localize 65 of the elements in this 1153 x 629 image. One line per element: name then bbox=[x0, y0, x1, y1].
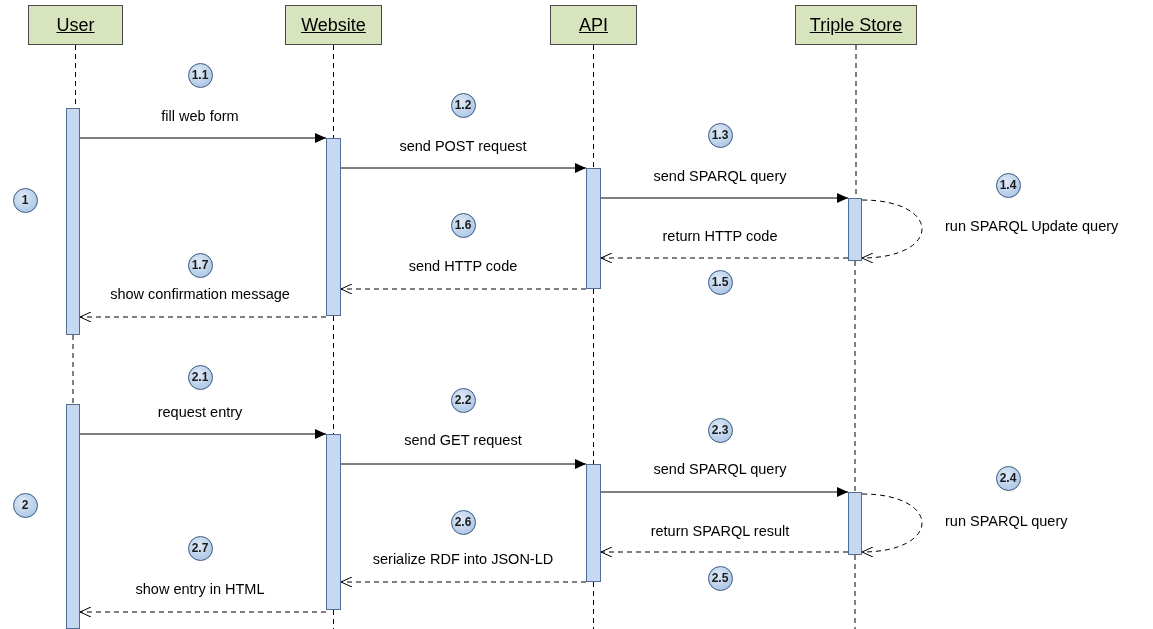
edge-label: send GET request bbox=[402, 432, 524, 448]
step-number-circle: 2.1 bbox=[187, 364, 213, 390]
step-number-circle: 1.7 bbox=[187, 252, 213, 278]
lifeline bbox=[333, 44, 334, 139]
step-number-circle: 1.2 bbox=[450, 92, 476, 118]
return-message-arrow bbox=[600, 252, 849, 264]
step-number-circle: 2 bbox=[12, 492, 38, 518]
message-arrow bbox=[79, 133, 327, 143]
lifeline bbox=[333, 315, 334, 435]
activation-bar bbox=[326, 434, 341, 610]
edge-label: send HTTP code bbox=[406, 258, 520, 274]
return-message-arrow bbox=[600, 546, 849, 558]
step-number-circle: 1 bbox=[12, 187, 38, 213]
activation-bar bbox=[326, 138, 341, 316]
activation-bar bbox=[66, 404, 80, 629]
lifeline-header: API bbox=[550, 5, 637, 45]
step-number-circle: 2.6 bbox=[450, 509, 476, 535]
activation-bar bbox=[66, 108, 80, 335]
return-message-arrow bbox=[340, 283, 587, 295]
message-arrow bbox=[600, 193, 849, 203]
step-number-circle: 2.4 bbox=[995, 465, 1021, 491]
return-message-arrow bbox=[79, 311, 327, 323]
step-number-circle: 1.5 bbox=[707, 269, 733, 295]
edge-label: run SPARQL Update query bbox=[943, 218, 1121, 234]
step-number-circle: 1.6 bbox=[450, 212, 476, 238]
edge-label: show confirmation message bbox=[108, 286, 292, 302]
edge-label: run SPARQL query bbox=[943, 513, 1070, 529]
lifeline bbox=[333, 609, 334, 629]
lifeline-header: User bbox=[28, 5, 123, 45]
self-message-arrow bbox=[861, 493, 923, 557]
step-number-circle: 2.2 bbox=[450, 387, 476, 413]
activation-bar bbox=[586, 464, 601, 582]
step-number-circle: 1.1 bbox=[187, 62, 213, 88]
activation-bar bbox=[848, 198, 862, 261]
lifeline-header: Website bbox=[285, 5, 382, 45]
lifeline bbox=[593, 581, 594, 629]
edge-label: serialize RDF into JSON-LD bbox=[370, 551, 556, 567]
edge-label: request entry bbox=[155, 404, 245, 420]
return-message-arrow bbox=[79, 606, 327, 618]
lifeline bbox=[593, 44, 594, 169]
edge-label: fill web form bbox=[159, 108, 241, 124]
edge-label: show entry in HTML bbox=[133, 581, 267, 597]
step-number-circle: 2.7 bbox=[187, 535, 213, 561]
message-arrow bbox=[600, 487, 849, 497]
lifeline bbox=[72, 334, 74, 405]
self-message-arrow bbox=[861, 199, 923, 263]
message-arrow bbox=[79, 429, 327, 439]
edge-label: send POST request bbox=[397, 138, 529, 154]
step-number-circle: 2.3 bbox=[707, 417, 733, 443]
activation-bar bbox=[586, 168, 601, 289]
lifeline-header: Triple Store bbox=[795, 5, 917, 45]
step-number-circle: 2.5 bbox=[707, 565, 733, 591]
edge-label: send SPARQL query bbox=[651, 461, 789, 477]
lifeline bbox=[854, 260, 856, 493]
return-message-arrow bbox=[340, 576, 587, 588]
lifeline bbox=[854, 554, 856, 629]
step-number-circle: 1.3 bbox=[707, 122, 733, 148]
lifeline bbox=[593, 288, 594, 465]
edge-label: return SPARQL result bbox=[648, 523, 792, 539]
edge-label: return HTTP code bbox=[660, 228, 780, 244]
message-arrow bbox=[340, 163, 587, 173]
message-arrow bbox=[340, 459, 587, 469]
edge-label: send SPARQL query bbox=[651, 168, 789, 184]
activation-bar bbox=[848, 492, 862, 555]
step-number-circle: 1.4 bbox=[995, 172, 1021, 198]
